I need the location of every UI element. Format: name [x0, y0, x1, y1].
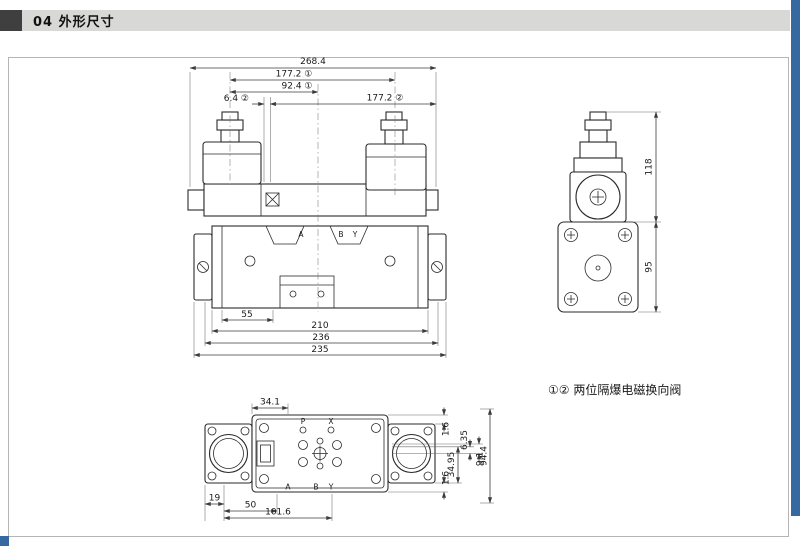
top-port-y-label: Y — [328, 483, 334, 492]
front-view-part: A B Y — [187, 111, 447, 309]
dim-177-2: 177.2 ② — [367, 94, 404, 104]
dim-1-6-bottom: 1.6 — [442, 471, 452, 486]
dim-1-6-top: 1.6 — [442, 422, 452, 437]
side-view: 118 95 — [557, 111, 661, 313]
dim-19: 19 — [209, 494, 221, 504]
dim-55: 55 — [241, 310, 252, 320]
dim-9-1: 9.1 — [476, 452, 486, 466]
top-view-dimensions: 34.1 1.6 1.6 3 — [204, 398, 494, 521]
top-view: P X A B Y 34.1 — [204, 398, 494, 521]
section-header: 04 外形尺寸 — [22, 10, 790, 31]
section-title: 04 外形尺寸 — [33, 15, 115, 30]
header-accent-block — [0, 10, 22, 31]
dim-6-2: 6.4 ② — [224, 94, 249, 104]
dim-95: 95 — [645, 261, 655, 272]
dim-34-95: 34.95 — [447, 452, 457, 478]
dim-101-6: 101.6 — [265, 508, 291, 518]
front-port-b-label: B — [338, 230, 343, 239]
dim-177-1: 177.2 ① — [276, 70, 313, 80]
front-view: A B Y 268.4 177.2 ① 92.4 ① — [187, 57, 447, 358]
variant-note: ①② 两位隔爆电磁换向阀 — [548, 382, 681, 397]
front-port-y-label: Y — [352, 230, 358, 239]
dim-235: 235 — [311, 345, 328, 355]
side-view-dimensions: 118 95 — [606, 111, 661, 313]
top-port-p-label: P — [301, 417, 306, 426]
dim-94-4: 94.4 — [480, 446, 490, 466]
side-view-part — [557, 111, 639, 313]
dim-6-35: 6.35 — [460, 430, 470, 450]
dim-210: 210 — [311, 321, 328, 331]
dim-236: 236 — [312, 333, 329, 343]
top-port-x-label: X — [328, 417, 333, 426]
page-corner-block — [0, 536, 9, 546]
dim-34-1: 34.1 — [260, 398, 280, 408]
top-view-part: P X A B Y — [204, 414, 436, 493]
dim-overall-width: 268.4 — [300, 57, 326, 67]
front-port-a-label: A — [298, 230, 304, 239]
dim-50: 50 — [245, 501, 257, 511]
dim-118: 118 — [645, 158, 655, 175]
top-port-a-label: A — [285, 483, 291, 492]
dim-92-1: 92.4 ① — [282, 82, 313, 92]
page-edge-stripe — [791, 0, 800, 516]
top-port-b-label: B — [313, 483, 318, 492]
front-view-dimensions: 268.4 177.2 ① 92.4 ① 6.4 ② 177.2 ② — [189, 57, 447, 358]
